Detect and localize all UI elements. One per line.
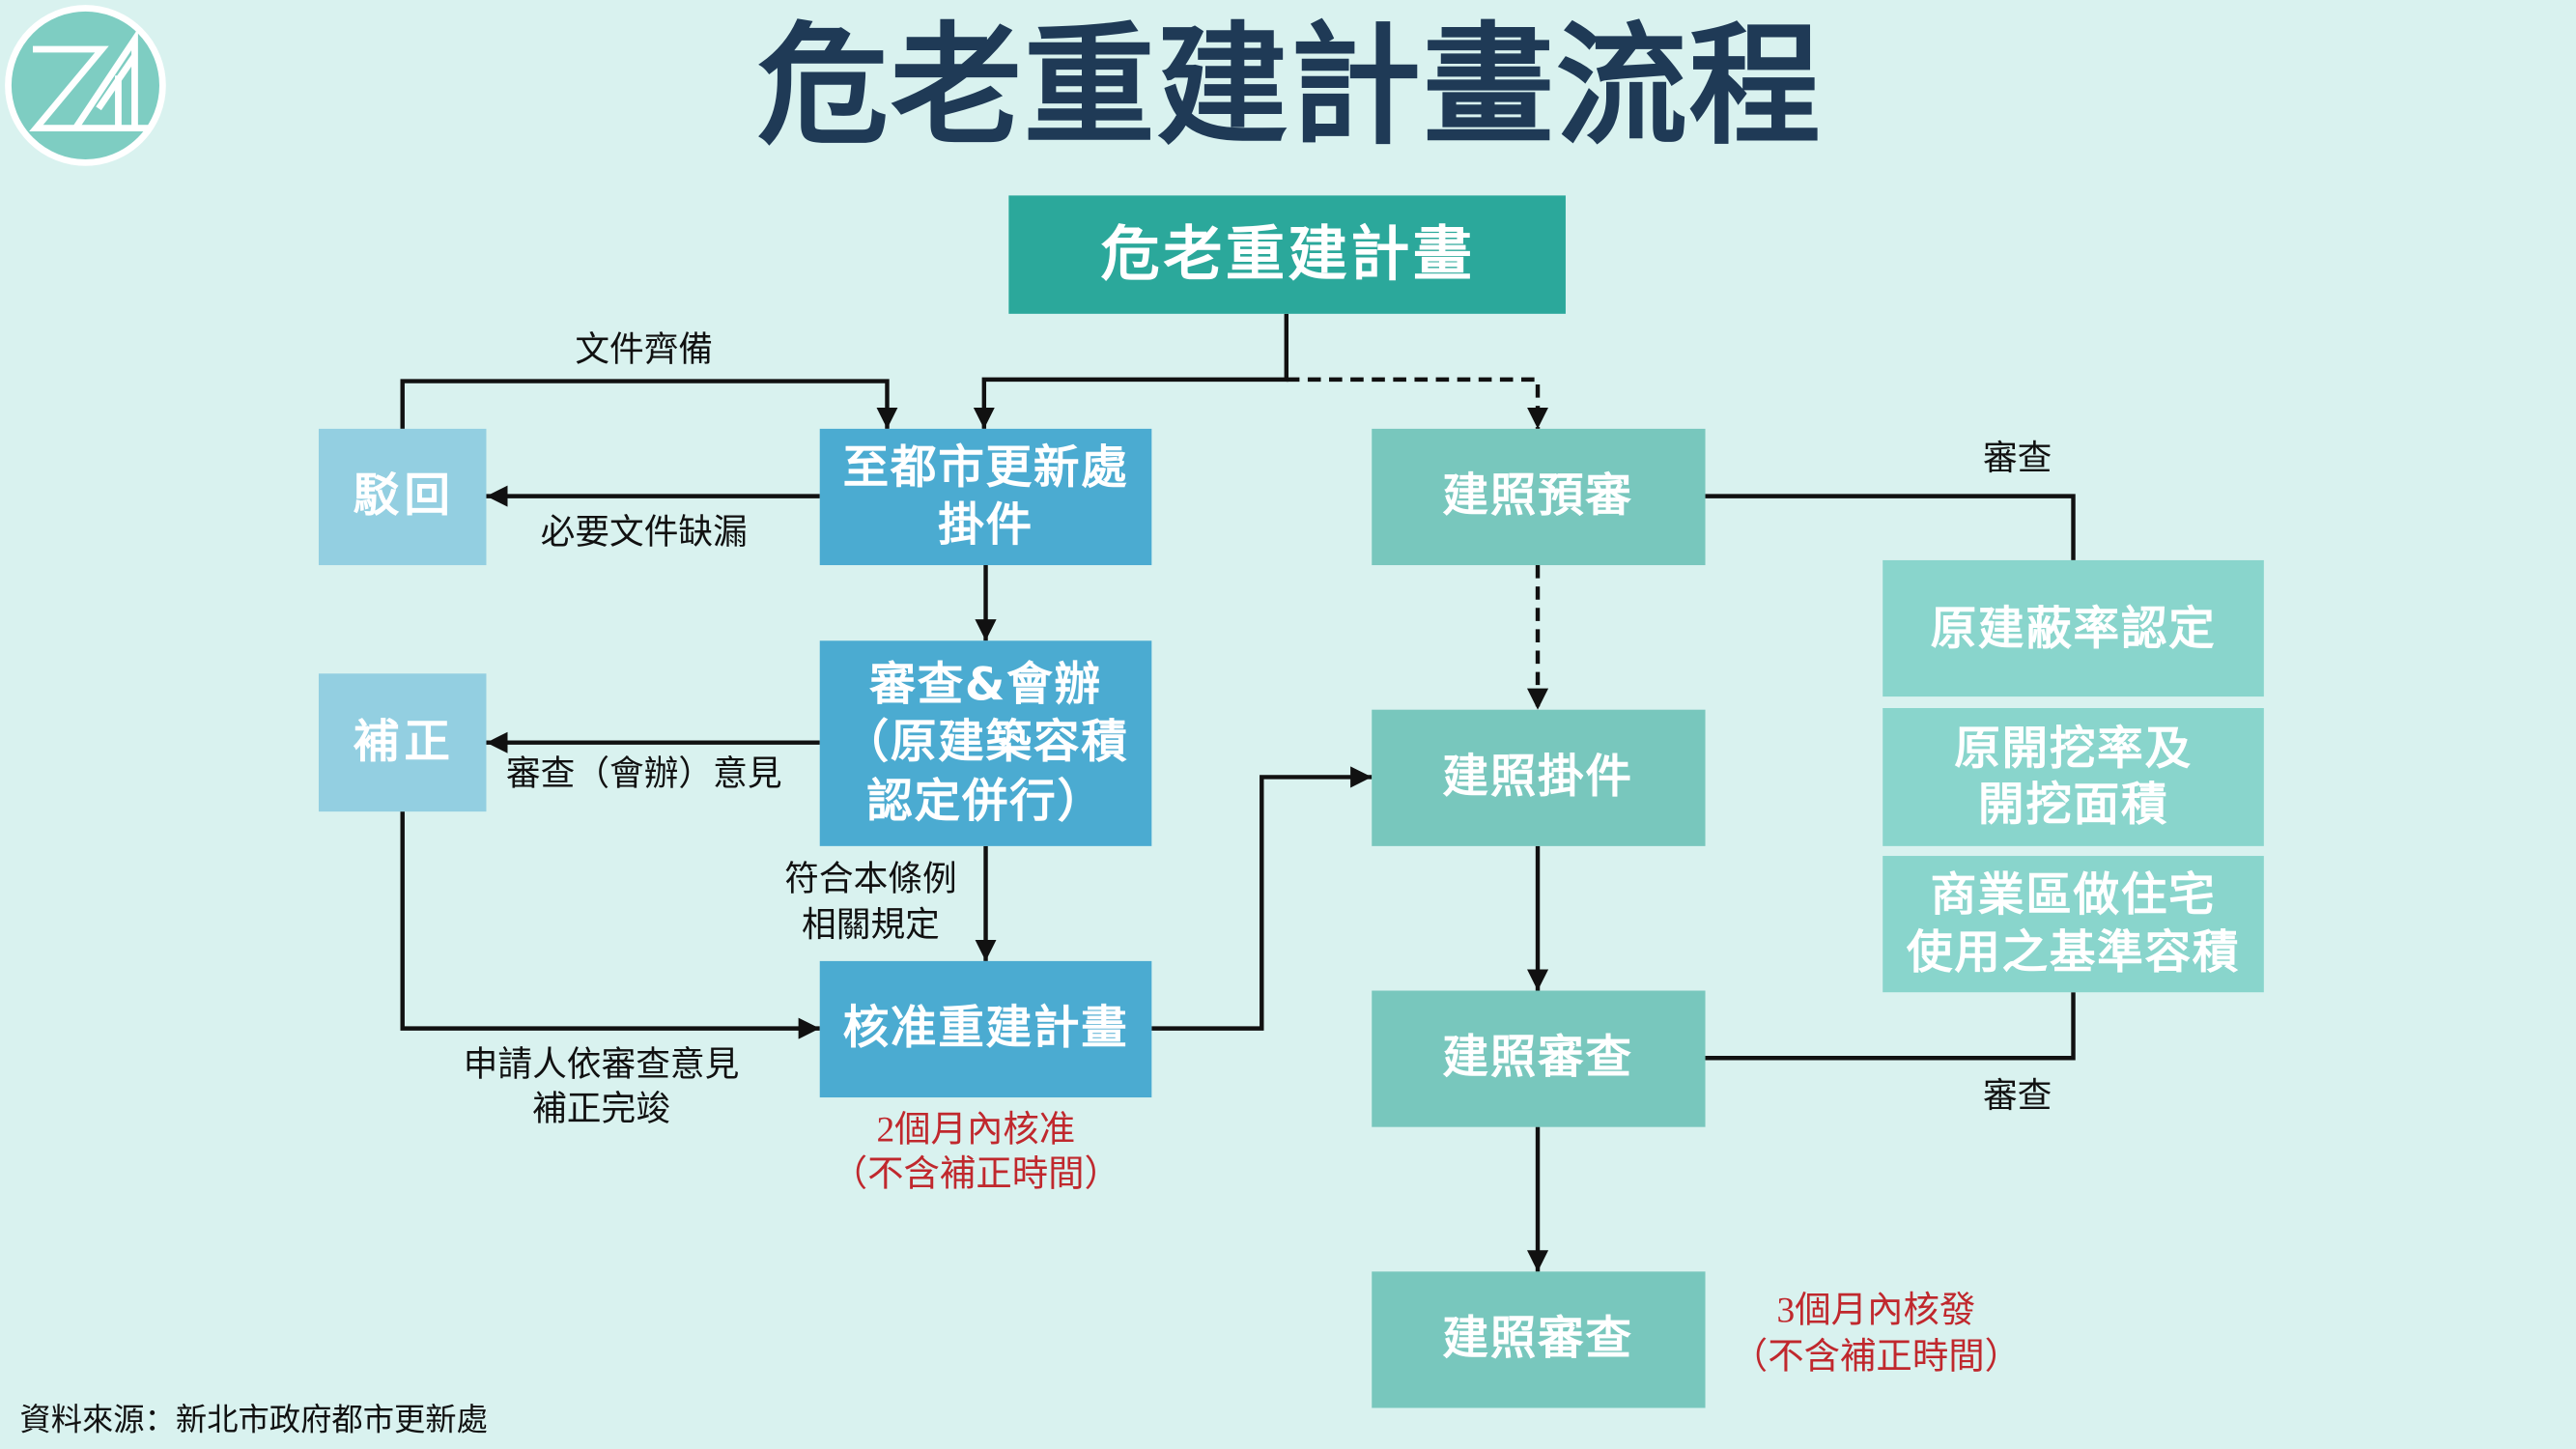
coverage-box (1882, 559, 2264, 697)
excavation-box (1882, 707, 2264, 846)
node-pre-review: 建照預審 (1372, 428, 1706, 566)
node-excavation: 原開挖率及 開挖面積 (1882, 707, 2264, 846)
edge-permit-review-to-checks (1705, 992, 2076, 1061)
permit-issue-box (1372, 1271, 1706, 1408)
correction-box (318, 673, 487, 812)
logo (5, 5, 166, 166)
logo-circle (5, 5, 166, 166)
plan-label: 危老重建計畫 (1101, 220, 1476, 289)
approve-label: 核准重建計畫 (843, 1002, 1129, 1055)
edge-label-corrected-line-2: 補正完竣 (532, 1089, 670, 1128)
edge-plan-to-pre-review (1286, 377, 1549, 429)
commercial-box (1882, 856, 2264, 993)
edge-plan-to-submit (973, 313, 1289, 429)
edges (400, 313, 2076, 1272)
review-label-line-2: （原建築容積 (843, 716, 1129, 769)
page-title: 危老重建計畫流程 (757, 11, 1822, 163)
review-label-line-3: 認定併行） (866, 775, 1105, 828)
node-permit-submit: 建照掛件 (1372, 709, 1706, 846)
edge-label-corrected-line-1: 申請人依審查意見 (464, 1045, 740, 1085)
node-plan: 危老重建計畫 (1008, 195, 1566, 314)
edge-approve-to-permit-submit (1151, 766, 1373, 1031)
node-review: 審查&會辦 （原建築容積 認定併行） (819, 640, 1152, 846)
edge-label-compliant-line-1: 符合本條例 (784, 859, 957, 898)
edge-reject-to-submit (400, 379, 898, 429)
commercial-label-line-2: 使用之基準容積 (1907, 926, 2240, 980)
node-permit-issue: 建照審查 (1372, 1271, 1706, 1408)
approve-box (819, 960, 1152, 1098)
node-coverage: 原建蔽率認定 (1882, 559, 2264, 697)
edge-label-review-top: 審查 (1983, 439, 2052, 478)
reject-label: 駁回 (354, 469, 455, 523)
correction-label: 補正 (354, 716, 455, 769)
review-label-line-1: 審查&會辦 (868, 659, 1101, 712)
edge-label-compliant-line-2: 相關規定 (802, 905, 940, 945)
permit-submit-box (1372, 709, 1706, 846)
node-submit: 至都市更新處 掛件 (819, 428, 1152, 566)
submit-box (819, 428, 1152, 566)
edge-label-docs-complete: 文件齊備 (575, 330, 713, 370)
node-correction: 補正 (318, 673, 487, 812)
edge-label-review-comments: 審查（會辦）意見 (506, 754, 782, 794)
coverage-label: 原建蔽率認定 (1931, 603, 2217, 656)
edge-label-docs-missing: 必要文件缺漏 (541, 513, 748, 553)
plan-box (1008, 195, 1566, 314)
permit-deadline-note-line-1: 3個月內核發 (1777, 1291, 1976, 1331)
permit-issue-label: 建照審查 (1442, 1313, 1632, 1366)
review-box (819, 640, 1152, 846)
submit-label-line-1: 至都市更新處 (843, 441, 1129, 495)
plan-deadline-note-line-1: 2個月內核准 (876, 1110, 1075, 1151)
edge-pre-review-to-checks (1705, 494, 2076, 560)
commercial-label-line-1: 商業區做住宅 (1931, 868, 2217, 922)
node-commercial: 商業區做住宅 使用之基準容積 (1882, 856, 2264, 993)
permit-submit-label: 建照掛件 (1442, 751, 1632, 804)
permit-review-box (1372, 990, 1706, 1127)
plan-deadline-note-line-2: （不含補正時間） (832, 1153, 1120, 1194)
source-caption: 資料來源：新北市政府都市更新處 (19, 1401, 487, 1437)
node-approve: 核准重建計畫 (819, 960, 1152, 1098)
submit-label-line-2: 掛件 (938, 499, 1033, 553)
edge-label-review-bottom: 審查 (1983, 1076, 2052, 1116)
excavation-label-line-1: 原開挖率及 (1954, 723, 2193, 776)
pre-review-box (1372, 428, 1706, 566)
za-monogram-icon (29, 28, 149, 132)
pre-review-label: 建照預審 (1442, 469, 1632, 523)
permit-deadline-note-line-2: （不含補正時間） (1732, 1336, 2021, 1377)
edge-correction-to-approve (400, 811, 820, 1039)
excavation-label-line-2: 開挖面積 (1978, 779, 2168, 832)
node-reject: 駁回 (318, 428, 487, 566)
permit-review-label: 建照審查 (1442, 1032, 1632, 1085)
reject-box (318, 428, 487, 566)
node-permit-review: 建照審查 (1372, 990, 1706, 1127)
